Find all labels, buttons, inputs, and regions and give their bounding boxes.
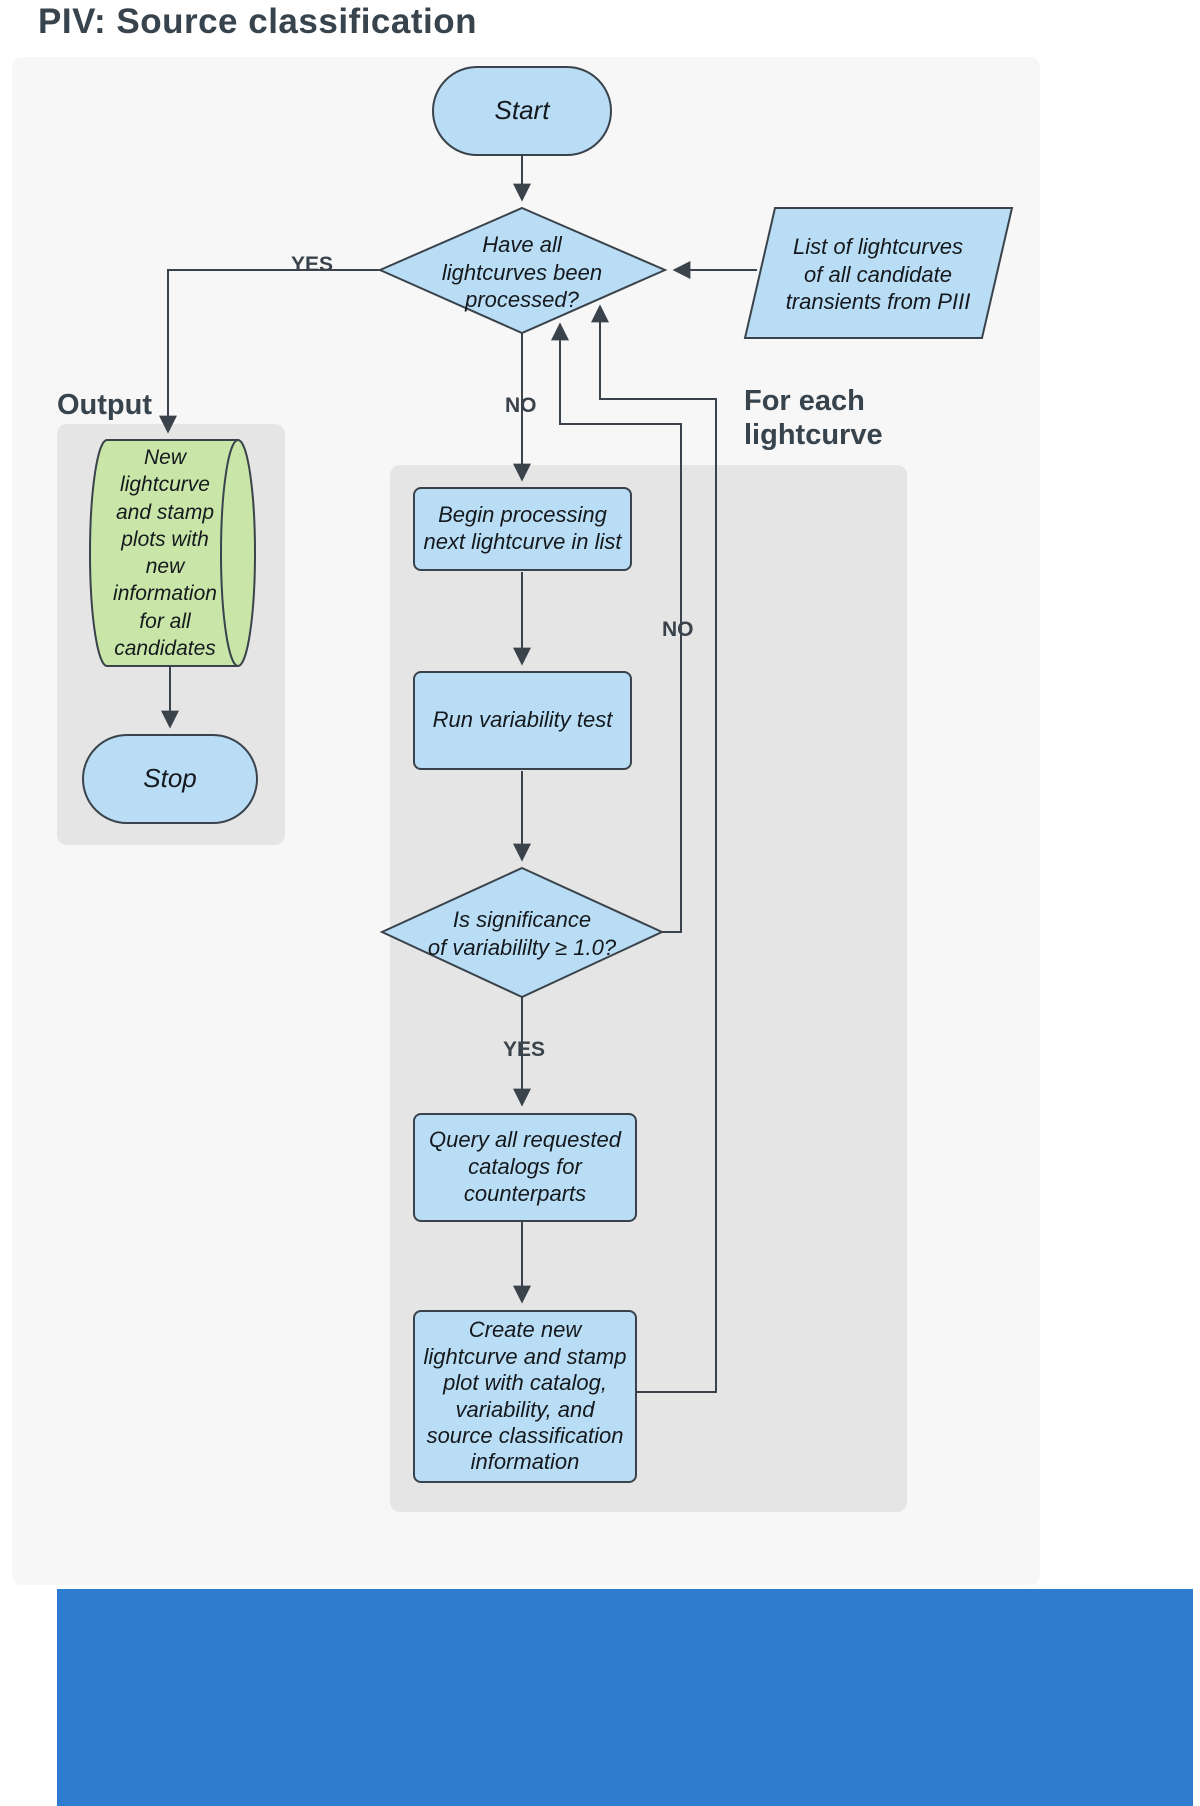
start-terminator: Start bbox=[432, 66, 612, 156]
process-run-variability-test: Run variability test bbox=[413, 671, 632, 770]
output-section-label: Output bbox=[57, 389, 153, 421]
next-section-panel bbox=[57, 1589, 1193, 1806]
branch-label-no-top: NO bbox=[505, 394, 537, 417]
branch-label-yes-top: YES bbox=[291, 253, 334, 276]
stop-terminator: Stop bbox=[82, 734, 258, 824]
process-query-catalogs: Query all requested catalogs for counter… bbox=[413, 1113, 637, 1222]
branch-label-yes-loop: YES bbox=[503, 1038, 546, 1061]
process-create-plots: Create new lightcurve and stamp plot wit… bbox=[413, 1310, 637, 1483]
page-title: PIV: Source classification bbox=[38, 2, 477, 41]
process-begin-next-lightcurve: Begin processing next lightcurve in list bbox=[413, 487, 632, 571]
branch-label-no-loop: NO bbox=[662, 618, 694, 641]
foreach-section-label: For each lightcurve bbox=[744, 385, 883, 452]
